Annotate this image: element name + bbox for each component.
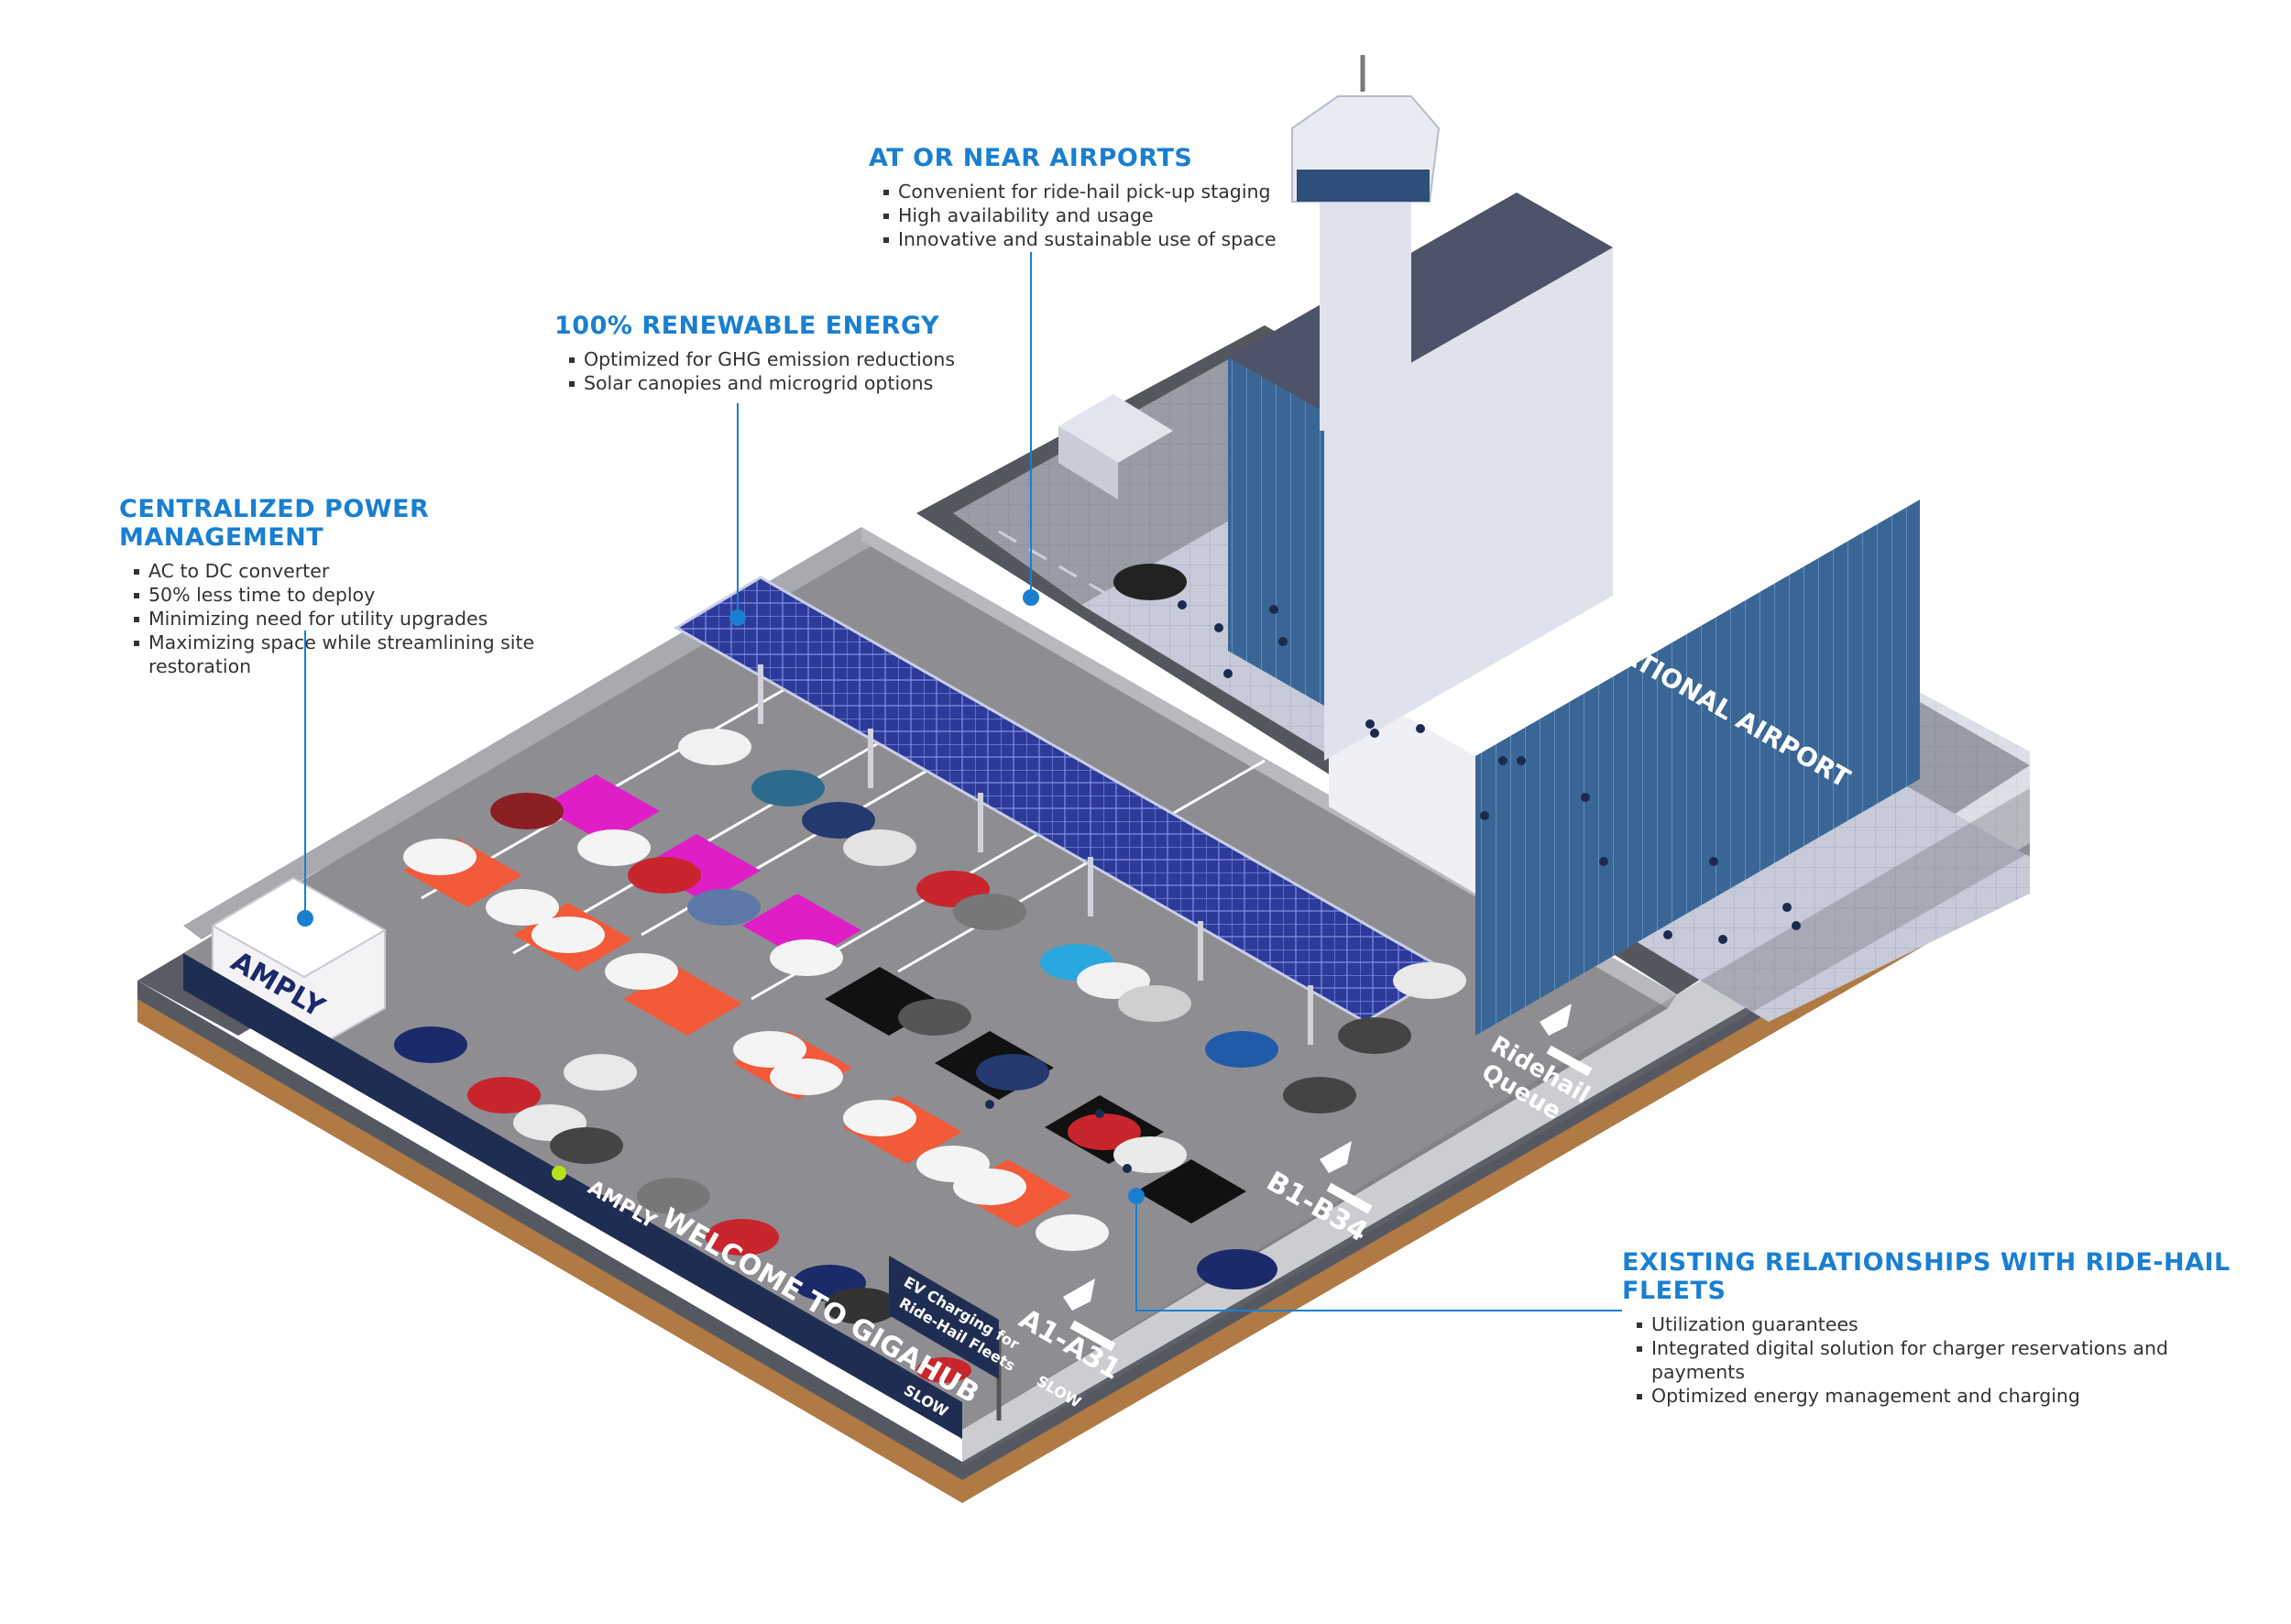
callout-leaders — [297, 252, 1622, 1311]
arrow-up-icon — [1540, 1004, 1572, 1036]
list-item: AC to DC converter — [134, 559, 632, 583]
list-item: Convenient for ride-hail pick-up staging — [883, 180, 1345, 203]
callout-airports-list: Convenient for ride-hail pick-up staging… — [869, 180, 1345, 251]
callout-renewable-list: Optimized for GHG emission reductions So… — [554, 347, 1031, 395]
gigahub-front-wall — [183, 953, 962, 1439]
list-item: Optimized energy management and charging — [1637, 1384, 2264, 1408]
list-item: Minimizing need for utility upgrades — [134, 607, 632, 631]
arrow-up-icon — [1063, 1278, 1095, 1311]
parking-lot — [183, 541, 1668, 1430]
callout-fleets: EXISTING RELATIONSHIPS WITH RIDE-HAIL FL… — [1622, 1248, 2264, 1408]
control-tower-shaft — [1320, 202, 1411, 431]
parked-cars — [394, 564, 1466, 1383]
callout-renewable: 100% RENEWABLE ENERGY Optimized for GHG … — [554, 312, 1031, 395]
list-item: Integrated digital solution for charger … — [1637, 1336, 2264, 1384]
list-item: Utilization guarantees — [1637, 1312, 2264, 1336]
callout-power: CENTRALIZED POWER MANAGEMENT AC to DC co… — [119, 495, 632, 678]
callout-fleets-list: Utilization guarantees Integrated digita… — [1622, 1312, 2264, 1408]
callout-airports-title: AT OR NEAR AIRPORTS — [869, 144, 1193, 172]
list-item: Innovative and sustainable use of space — [883, 227, 1345, 251]
arrow-up-icon — [1320, 1141, 1352, 1173]
list-item: Optimized for GHG emission reductions — [569, 347, 1031, 371]
list-item: High availability and usage — [883, 203, 1345, 227]
callout-fleets-title: EXISTING RELATIONSHIPS WITH RIDE-HAIL FL… — [1622, 1248, 2231, 1305]
callout-renewable-title: 100% RENEWABLE ENERGY — [554, 312, 940, 340]
list-item: 50% less time to deploy — [134, 583, 632, 607]
callout-airports: AT OR NEAR AIRPORTS Convenient for ride-… — [869, 144, 1345, 251]
list-item: Solar canopies and microgrid options — [569, 371, 1031, 395]
callout-anchor-fleets — [1128, 1188, 1145, 1204]
callout-power-title: CENTRALIZED POWER MANAGEMENT — [119, 495, 430, 552]
callout-power-list: AC to DC converter 50% less time to depl… — [119, 559, 632, 678]
callout-anchor-power — [297, 910, 313, 927]
list-item: Maximizing space while streamlining site… — [134, 631, 632, 678]
callout-anchor-renewable — [729, 609, 746, 626]
pedestrians — [985, 600, 1801, 1173]
wall-indicator-light — [552, 1166, 566, 1180]
canopy-posts — [758, 664, 1313, 1045]
plaza-top — [953, 339, 2030, 857]
callout-anchor-airports — [1023, 589, 1039, 606]
airport-terminal: INTERNATIONAL AIRPORT — [1058, 55, 1920, 1036]
